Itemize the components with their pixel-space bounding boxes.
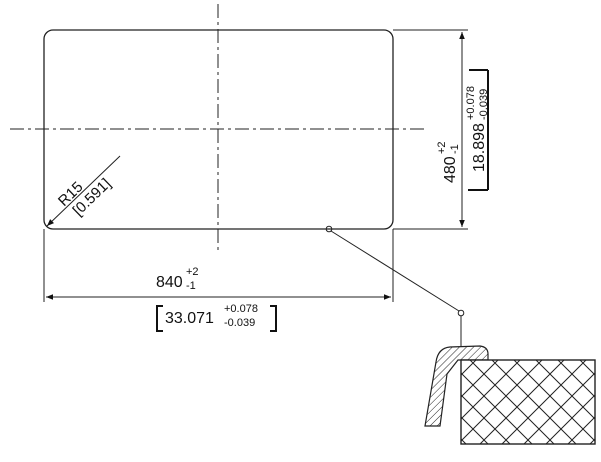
section-detail	[424, 345, 596, 445]
width-alt-bracket-open	[156, 305, 163, 332]
width-dimension: 840 +2 -1 33.071 +0.078 -0.039	[43, 229, 394, 332]
width-alt-tol-minus: -0.039	[224, 317, 255, 329]
radius-callout: R15 [0.591]	[46, 155, 121, 227]
height-alt-tol-plus: +0.078	[465, 86, 477, 120]
height-alt-tol-minus: -0.039	[478, 89, 490, 120]
height-alt-value: 18.898	[471, 123, 488, 172]
width-alt-value: 33.071	[165, 310, 214, 327]
width-tol-minus: -1	[186, 280, 196, 292]
width-alt-tol-plus: +0.078	[224, 303, 258, 315]
width-tol-plus: +2	[186, 266, 199, 278]
sink-rim-section	[424, 345, 489, 427]
height-tol-plus: +2	[436, 141, 448, 154]
countertop-section	[460, 359, 596, 445]
height-dimension: 480 +2 -1 18.898 +0.078 -0.039	[393, 29, 490, 230]
height-nominal: 480	[442, 156, 459, 183]
width-alt-bracket-close	[270, 305, 277, 332]
width-nominal: 840	[156, 274, 183, 291]
detail-leader	[325, 225, 465, 348]
height-tol-minus: -1	[449, 144, 461, 154]
